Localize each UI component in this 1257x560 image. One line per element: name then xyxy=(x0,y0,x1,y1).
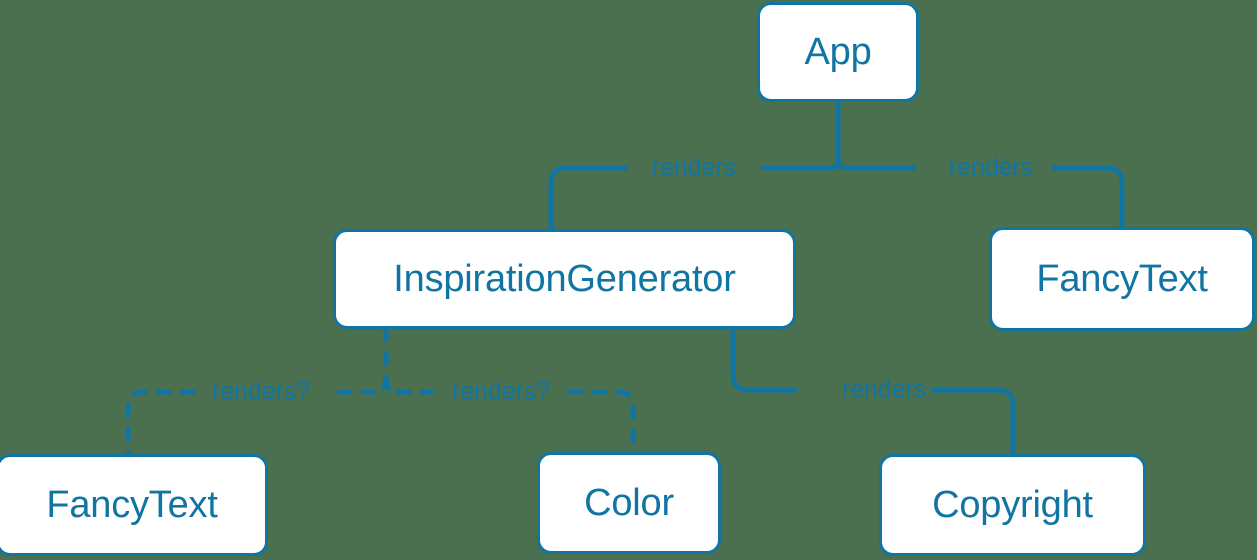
node-copyright-label: Copyright xyxy=(932,483,1093,526)
node-fancytext-right[interactable]: FancyText xyxy=(989,227,1255,331)
edge-app-to-fancytext xyxy=(843,165,1125,230)
edge-inspirationgenerator-to-copyright xyxy=(730,326,1016,457)
node-app[interactable]: App xyxy=(757,2,919,102)
node-app-label: App xyxy=(804,30,872,73)
node-fancytext-right-label: FancyText xyxy=(1036,257,1208,300)
edge-label-app-to-inspirationgenerator: renders xyxy=(651,153,737,182)
edge-inspirationgenerator-dashed-stem-right xyxy=(383,375,401,395)
edge-app-to-inspirationgenerator xyxy=(548,165,833,232)
node-inspirationgenerator[interactable]: InspirationGenerator xyxy=(333,229,796,329)
node-fancytext-left[interactable]: FancyText xyxy=(0,454,268,556)
edge-inspirationgenerator-to-color xyxy=(395,389,636,455)
node-inspirationgenerator-label: InspirationGenerator xyxy=(393,257,736,300)
edge-label-inspirationgenerator-to-fancytext: renders? xyxy=(212,377,310,406)
node-fancytext-left-label: FancyText xyxy=(46,483,218,526)
node-copyright[interactable]: Copyright xyxy=(879,454,1146,556)
edge-label-inspirationgenerator-to-color: renders? xyxy=(452,377,550,406)
node-color[interactable]: Color xyxy=(537,452,721,554)
edge-label-inspirationgenerator-to-copyright: renders xyxy=(841,375,927,404)
edge-inspirationgenerator-to-fancytext xyxy=(125,389,377,457)
edge-label-app-to-fancytext: renders xyxy=(948,153,1034,182)
node-color-label: Color xyxy=(584,481,674,524)
